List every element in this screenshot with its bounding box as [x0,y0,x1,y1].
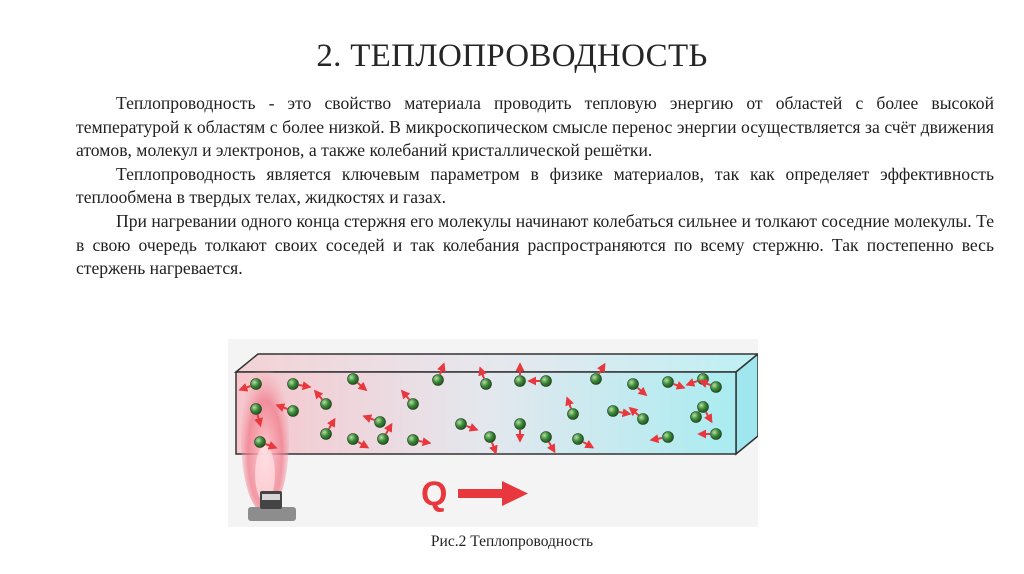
vibration-arrow [437,362,446,375]
paragraph: Теплопроводность - это свойство материал… [76,93,994,161]
molecules [238,362,722,455]
paragraph: Теплопроводность является ключевым парам… [76,163,994,208]
heat-flow-arrow-icon [458,481,528,506]
molecule [540,375,552,387]
molecule [377,433,389,445]
figure-illustration: Q [228,339,758,527]
molecule [250,378,262,390]
vibration-arrow [265,441,278,450]
molecule [637,413,649,425]
molecule [407,434,419,446]
vibration-arrow [418,437,432,447]
vibration-arrow [685,378,698,387]
molecule [287,378,299,390]
flame-core [255,446,275,502]
vibration-arrow [254,414,263,428]
molecule [567,408,579,420]
vibration-arrow [238,383,251,392]
vibration-arrow [327,417,336,430]
vibration-arrow [628,406,640,417]
molecule [514,418,526,430]
vibration-arrow [565,396,574,409]
figure-caption: Рис.2 Теплопроводность [430,533,594,550]
vibration-arrow [489,442,498,455]
molecule [432,374,444,386]
slide-title: 2. ТЕПЛОПРОВОДНОСТЬ [316,38,708,74]
molecule [347,373,359,385]
vibration-arrow [597,362,606,375]
molecule [320,398,332,410]
body-text: Теплопроводность - это свойство материал… [76,92,994,281]
molecule [250,403,262,415]
molecule [590,373,602,385]
vibration-arrow [636,386,648,397]
vibration-arrow [356,381,368,392]
molecule [572,433,584,445]
vibration-arrow [362,414,375,423]
flame [241,365,289,513]
vibration-arrow [698,379,711,388]
vibration-arrow [357,440,370,449]
molecule [484,431,496,443]
molecule [710,381,722,393]
molecule [627,378,639,390]
rod-top-face [233,353,758,373]
molecule [254,436,266,448]
vibration-arrow [313,389,324,401]
vibration-arrow [649,434,663,444]
molecule [347,433,359,445]
molecule [480,378,492,390]
molecule [662,376,674,388]
molecule [662,431,674,443]
molecule [407,398,419,410]
vibration-arrow [400,389,411,401]
vibration-arrow [618,408,632,418]
vibration-arrow [704,411,713,424]
vibration-arrow [478,366,487,379]
molecule [540,431,552,443]
molecule [320,428,332,440]
molecule [374,416,386,428]
heat-conduction-figure: Q [228,339,758,527]
burner-icon [248,491,296,521]
vibration-arrow [547,441,556,454]
vibration-arrow [298,381,312,391]
vibration-arrow [582,440,595,449]
molecule [710,428,722,440]
molecule [697,401,709,413]
molecule [607,405,619,417]
heat-label: Q [421,475,447,513]
vibration-arrow [673,381,686,390]
vibration-arrow [275,403,288,412]
rod-end-face [735,353,758,456]
vibration-arrow [466,423,479,432]
paragraph: При нагревании одного конца стержня его … [76,210,994,279]
molecule [514,375,526,387]
vibration-arrow [384,422,393,435]
molecule [690,411,702,423]
molecule [287,405,299,417]
molecule [455,418,467,430]
